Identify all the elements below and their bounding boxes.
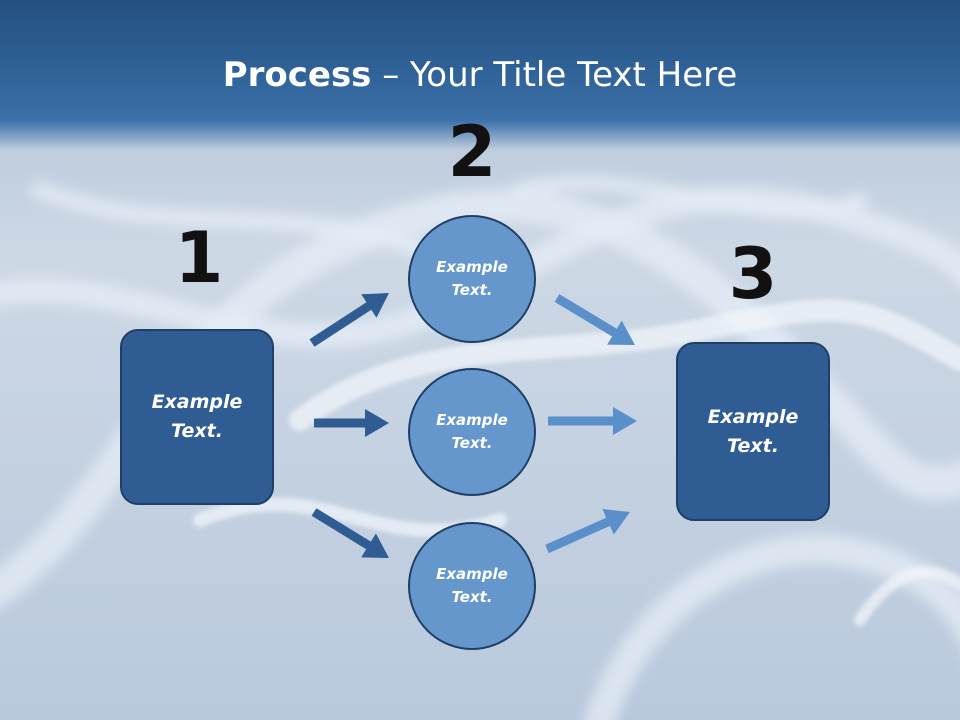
- step-number-2: 2: [447, 111, 497, 193]
- title-strong: Process: [222, 55, 372, 95]
- arrow-bottom-to-step3: [545, 509, 630, 554]
- arrow-step1-to-top: [309, 293, 389, 347]
- step-number-1: 1: [174, 217, 224, 299]
- arrow-step1-to-bottom: [311, 508, 389, 558]
- step-2-middle-label: Example Text.: [436, 411, 508, 452]
- slide-title: Process – Your Title Text Here: [0, 52, 960, 98]
- step-2-bottom-label: Example Text.: [436, 565, 508, 606]
- title-rest: – Your Title Text Here: [371, 55, 738, 95]
- step-2-circle-middle: Example Text.: [408, 368, 536, 496]
- arrow-top-to-step3: [554, 294, 635, 345]
- arrow-middle-to-step3: [548, 407, 637, 435]
- step-1-label: Example Text.: [151, 391, 243, 442]
- step-number-3: 3: [728, 233, 778, 315]
- step-1-box: Example Text.: [120, 329, 274, 505]
- step-2-top-label: Example Text.: [436, 258, 508, 299]
- step-2-circle-bottom: Example Text.: [408, 522, 536, 650]
- arrow-step1-to-middle: [314, 409, 389, 437]
- title-band: [0, 0, 960, 150]
- step-3-box: Example Text.: [676, 342, 830, 521]
- step-2-circle-top: Example Text.: [408, 215, 536, 343]
- step-3-label: Example Text.: [707, 405, 799, 457]
